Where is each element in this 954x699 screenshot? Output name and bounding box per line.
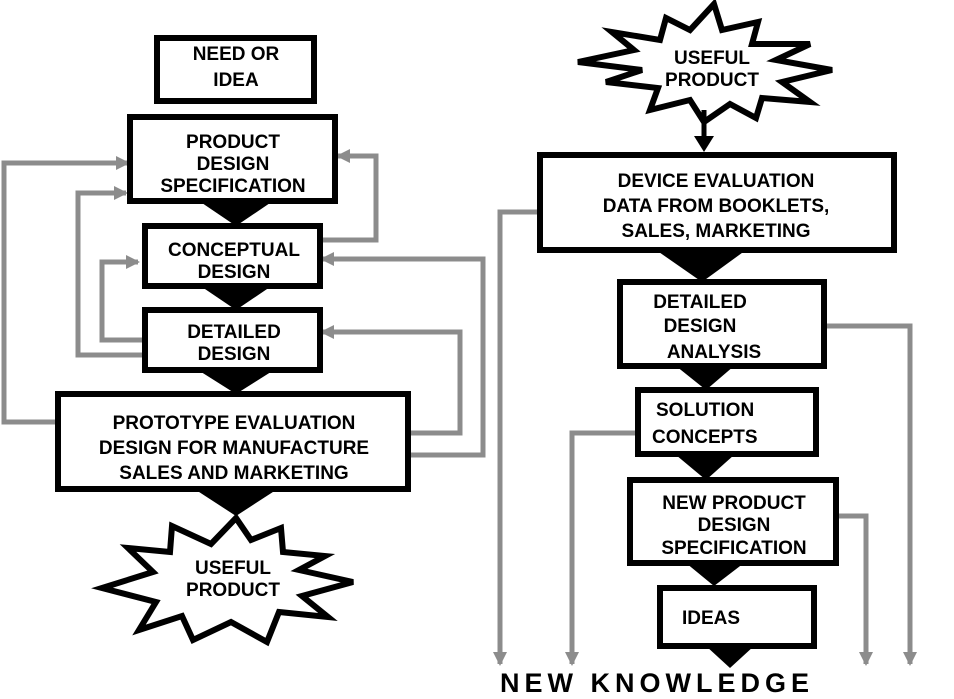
detailed-line2: DESIGN bbox=[198, 344, 271, 365]
feedback-conceptual-to-pds bbox=[323, 149, 379, 243]
right-flow-arrows bbox=[656, 250, 754, 668]
box-prototype-evaluation bbox=[55, 391, 411, 492]
feedback-prototype-to-pds bbox=[1, 156, 130, 425]
analysis-line2: DESIGN bbox=[664, 316, 737, 337]
flow-arrow-detailed-to-prototype bbox=[198, 370, 274, 394]
flow-arrow-device-to-analysis bbox=[656, 250, 746, 282]
conceptual-line1: CONCEPTUAL bbox=[168, 240, 300, 261]
box-detailed-design bbox=[142, 307, 323, 373]
box-need-or-idea bbox=[154, 35, 317, 104]
flow-arrow-analysis-to-solution bbox=[676, 366, 734, 390]
need-or-idea-line2: IDEA bbox=[213, 70, 259, 91]
newpds-line3: SPECIFICATION bbox=[661, 538, 806, 559]
feedback-device-to-knowledge bbox=[493, 209, 540, 666]
box-ideas bbox=[657, 585, 817, 649]
box-conceptual-design bbox=[142, 223, 323, 289]
device-line1: DEVICE EVALUATION bbox=[618, 171, 815, 192]
useful-product-left-line2: PRODUCT bbox=[186, 580, 280, 601]
detailed-line1: DETAILED bbox=[187, 322, 281, 343]
newpds-line1: NEW PRODUCT bbox=[662, 493, 806, 514]
box-new-product-design-specification bbox=[627, 477, 839, 566]
arrow-burst-to-device bbox=[694, 110, 714, 152]
analysis-line1: DETAILED bbox=[653, 292, 747, 313]
need-or-idea-line1: NEED OR bbox=[193, 44, 280, 65]
newpds-line2: DESIGN bbox=[698, 515, 771, 536]
flow-arrow-pds-to-conceptual bbox=[202, 203, 270, 226]
pds-line1: PRODUCT bbox=[186, 132, 280, 153]
flow-arrow-ideas-to-knowledge bbox=[706, 646, 754, 668]
flow-arrow-prototype-to-product bbox=[196, 490, 276, 516]
solution-line1: SOLUTION bbox=[656, 400, 754, 421]
analysis-line3: ANALYSIS bbox=[667, 342, 761, 363]
left-flowchart: NEED OR IDEA PRODUCT DESIGN SPECIFICATIO… bbox=[1, 35, 486, 647]
feedback-prototype-to-conceptual bbox=[320, 252, 486, 458]
feedback-newpds-to-knowledge bbox=[836, 513, 873, 666]
conceptual-line2: DESIGN bbox=[198, 262, 271, 283]
right-labels: USEFUL PRODUCT DEVICE EVALUATION DATA FR… bbox=[603, 48, 830, 629]
left-boxes bbox=[55, 35, 411, 492]
box-product-design-specification bbox=[127, 114, 338, 204]
useful-product-right-line2: PRODUCT bbox=[665, 70, 759, 91]
ideas-label: IDEAS bbox=[682, 608, 740, 629]
feedback-detailed-to-pds bbox=[75, 186, 148, 358]
flow-arrow-solution-to-newpds bbox=[676, 455, 734, 480]
burst-useful-product-left bbox=[91, 513, 354, 647]
left-flow-arrows bbox=[196, 203, 276, 516]
useful-product-right-line1: USEFUL bbox=[674, 48, 750, 69]
prototype-line2: DESIGN FOR MANUFACTURE bbox=[99, 438, 369, 459]
pds-line2: DESIGN bbox=[197, 154, 270, 175]
prototype-line1: PROTOTYPE EVALUATION bbox=[113, 413, 356, 434]
device-line3: SALES, MARKETING bbox=[622, 221, 811, 242]
feedback-analysis-to-knowledge bbox=[820, 323, 917, 666]
feedback-detailed-to-conceptual bbox=[99, 255, 148, 343]
useful-product-left-line1: USEFUL bbox=[195, 558, 271, 579]
feedback-solution-to-knowledge bbox=[565, 430, 636, 666]
flow-arrow-conceptual-to-detailed bbox=[202, 287, 270, 310]
left-labels: NEED OR IDEA PRODUCT DESIGN SPECIFICATIO… bbox=[99, 44, 369, 601]
new-knowledge-label: NEW KNOWLEDGE bbox=[500, 668, 814, 694]
prototype-line3: SALES AND MARKETING bbox=[119, 463, 348, 484]
left-feedback-arrows bbox=[1, 149, 486, 458]
right-flowchart: USEFUL PRODUCT DEVICE EVALUATION DATA FR… bbox=[493, 0, 917, 698]
right-feedback-arrows bbox=[493, 209, 917, 666]
box-detailed-design-analysis bbox=[617, 279, 827, 369]
flow-arrow-newpds-to-ideas bbox=[686, 563, 744, 586]
right-boxes bbox=[537, 152, 897, 649]
feedback-prototype-to-detailed bbox=[320, 325, 463, 436]
box-device-evaluation bbox=[537, 152, 897, 253]
device-line2: DATA FROM BOOKLETS, bbox=[603, 196, 830, 217]
box-solution-concepts bbox=[635, 387, 819, 457]
pds-line3: SPECIFICATION bbox=[160, 176, 305, 197]
solution-line2: CONCEPTS bbox=[652, 427, 758, 448]
